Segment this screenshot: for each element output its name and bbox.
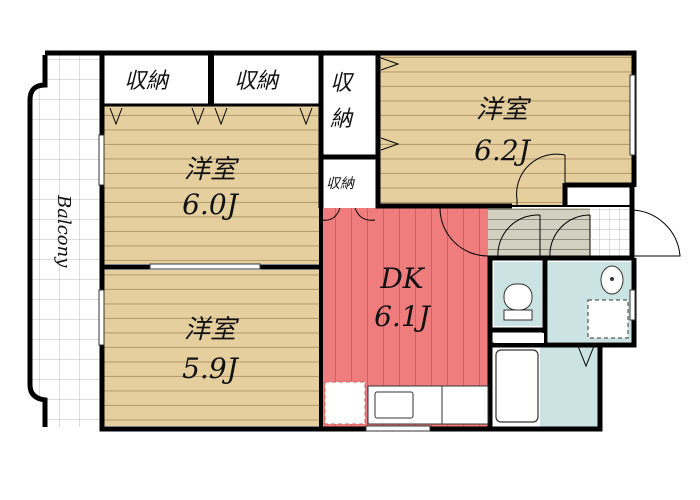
storage-label-1: 収納 [124, 69, 170, 94]
storage-label-4: 収納 [326, 176, 356, 192]
fridge-space [324, 381, 366, 425]
washing-machine-space [587, 299, 629, 339]
room-western-6-2 [380, 55, 632, 205]
room-type-5-9: 洋室 [184, 315, 240, 345]
bathtub [495, 349, 539, 423]
labels: 収納 収納 収 納 収納 洋室 6.0J 洋室 5.9J 洋室 6.2J DK … [124, 69, 532, 385]
room-size-6-0: 6.0J [182, 188, 240, 221]
room-type-6-0: 洋室 [184, 155, 240, 185]
room-type-6-2: 洋室 [476, 95, 532, 125]
storage-label-3b: 納 [330, 107, 354, 132]
storage-label-2: 収納 [234, 69, 280, 94]
room-size-dk: 6.1J [374, 300, 432, 333]
entrance-step [592, 208, 630, 256]
room-type-dk: DK [379, 262, 425, 295]
toilet-icon [503, 283, 533, 311]
storage-label-3a: 収 [330, 71, 355, 96]
room-size-5-9: 5.9J [182, 352, 240, 385]
door-swings [109, 57, 681, 368]
fixtures [324, 265, 629, 425]
sink-icon [374, 391, 414, 419]
windows [98, 74, 636, 432]
room-western-5-9 [104, 270, 320, 426]
room-western-6-0 [104, 106, 320, 264]
balcony: Balcony [27, 55, 102, 427]
balcony-label: Balcony [53, 194, 74, 268]
room-size-6-2: 6.2J [474, 134, 532, 167]
